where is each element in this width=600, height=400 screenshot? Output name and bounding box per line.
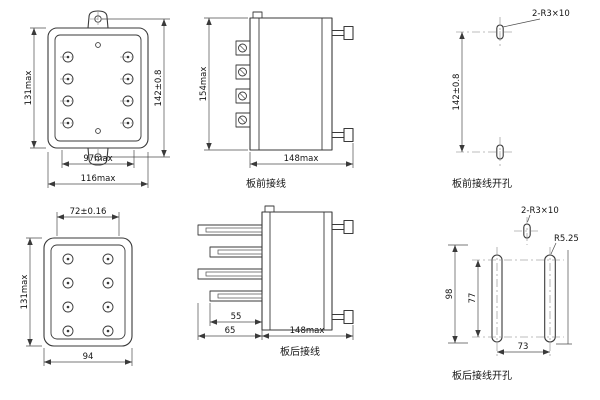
mounting-stud-top	[331, 219, 354, 235]
center-screw-top	[95, 42, 101, 48]
terminal-pins	[197, 224, 263, 302]
leader-line	[527, 214, 531, 223]
top-lug	[264, 205, 275, 213]
dim-rear-drill-overall: 98	[445, 244, 468, 344]
dim-text-rear-body-height: 131max	[20, 275, 30, 310]
dim-text-front-side-height: 154max	[199, 67, 209, 102]
relay-cover-outline	[54, 34, 142, 142]
dim-text-front-width-inner: 97max	[83, 154, 112, 164]
view-front-drill: 142±0.8 2-R3×10 板前接线开孔	[452, 9, 570, 190]
relay-case-outline	[47, 27, 149, 149]
dim-rear-side-width: 148max	[262, 325, 354, 340]
leader-line	[502, 18, 541, 28]
centerline	[90, 12, 106, 27]
dim-front-body-height: 131max	[24, 27, 46, 149]
terminal-screws-side	[235, 40, 251, 128]
centerline	[472, 247, 564, 356]
dim-text-front-width-outer: 116max	[81, 174, 116, 184]
dim-text-rear-drill-overall: 98	[445, 289, 455, 300]
relay-case-rear	[43, 237, 133, 347]
panel-edge	[556, 250, 572, 345]
view-rear-panel: 72±0.16 131max 94	[20, 207, 133, 366]
dim-text-front-side-width: 148max	[284, 154, 319, 164]
view-rear-side: 55 65 148max 板后接线	[197, 205, 354, 358]
mounting-stud-top	[331, 25, 354, 41]
center-screw-bottom	[95, 128, 101, 134]
view-front-panel: 131max 142±0.8 97max 116max	[24, 10, 170, 188]
dim-text-rear-body-width: 94	[83, 352, 94, 362]
view-front-side: 154max 148max 板前接线	[199, 11, 354, 190]
dim-text-front-body-height: 131max	[24, 71, 34, 106]
dim-text-front-hole-distance: 142±0.8	[154, 70, 164, 107]
mounting-stud-bottom	[331, 309, 354, 325]
dim-text-rear-pins-inner: 55	[231, 312, 242, 322]
caption-front-drill: 板前接线开孔	[452, 177, 512, 190]
dim-rear-drill-slot-centers: 77	[468, 260, 481, 337]
caption-rear-drill: 板后接线开孔	[452, 369, 512, 382]
leader-line	[550, 242, 557, 255]
terminal-screws-front	[60, 51, 136, 129]
note-rear-drill-slots: 2-R3×10	[521, 206, 559, 216]
note-rear-drill-radius: R5.25	[554, 234, 579, 244]
view-rear-drill: 2-R3×10 R5.25 98 77 73 板后接线开孔	[445, 206, 579, 382]
relay-cover-rear	[50, 244, 126, 340]
dim-text-front-drill-height: 142±0.8	[452, 74, 462, 111]
relay-body-side-rear	[261, 211, 333, 331]
centerline	[514, 217, 540, 245]
dim-text-rear-side-width: 148max	[290, 326, 325, 336]
mounting-stud-bottom	[331, 127, 354, 143]
dim-front-side-width: 148max	[249, 143, 354, 168]
dim-text-rear-pins-outer: 65	[225, 326, 236, 336]
dim-front-width-outer: 116max	[47, 152, 149, 188]
dim-rear-drill-width-centers: 73	[497, 342, 550, 355]
note-front-drill-slots: 2-R3×10	[532, 9, 570, 19]
dim-rear-body-width: 94	[43, 348, 133, 366]
top-lug	[252, 11, 263, 19]
caption-front-wiring: 板前接线	[246, 177, 286, 190]
dim-text-rear-cols: 72±0.16	[70, 207, 107, 217]
caption-rear-wiring: 板后接线	[280, 345, 320, 358]
dim-front-hole-distance: 142±0.8	[102, 18, 170, 158]
dim-rear-cols: 72±0.16	[56, 207, 120, 236]
centerline	[456, 17, 514, 167]
dim-rear-pins-inner: 55	[209, 303, 262, 326]
mounting-ear-top	[87, 10, 109, 29]
terminal-holes-rear	[62, 253, 114, 337]
dim-front-side-height: 154max	[199, 17, 248, 151]
dim-front-width-inner: 97max	[61, 150, 135, 168]
relay-body-side	[249, 17, 333, 151]
dim-rear-body-height: 131max	[20, 237, 42, 347]
dim-text-rear-drill-width-centers: 73	[518, 342, 529, 352]
dim-text-rear-drill-slot-centers: 77	[468, 293, 478, 304]
dim-front-drill-height: 142±0.8	[452, 32, 465, 152]
